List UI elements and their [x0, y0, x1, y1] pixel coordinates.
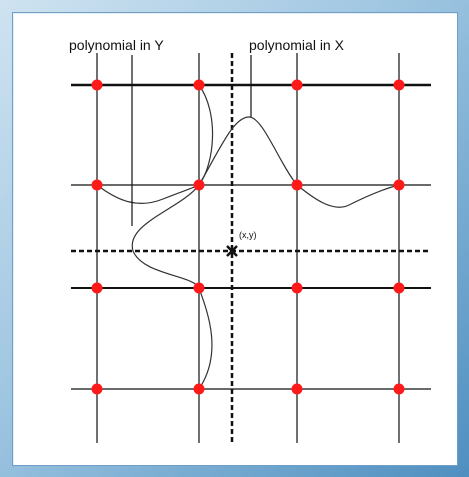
sample-node-r1-c4: [393, 79, 405, 91]
sample-node-r4-c1: [91, 383, 103, 395]
sample-node-r2-c3: [291, 179, 303, 191]
sample-node-r1-c1: [91, 79, 103, 91]
curve-polynomial-x: [96, 116, 400, 208]
label-polynomial-x: polynomial in X: [249, 37, 345, 53]
sample-node-r1-c3: [291, 79, 303, 91]
sample-node-r3-c4: [393, 282, 405, 294]
label-point-xy: (x,y): [239, 230, 257, 240]
sample-node-r3-c3: [291, 282, 303, 294]
sample-node-r3-c2: [193, 282, 205, 294]
sample-nodes: [91, 79, 405, 395]
interpolated-point-marker: [226, 245, 238, 257]
bicubic-interpolation-diagram: polynomial in Y polynomial in X (x,y): [69, 37, 431, 443]
curve-polynomial-y: [131, 84, 214, 390]
sample-node-r2-c2: [193, 179, 205, 191]
sample-node-r1-c2: [193, 79, 205, 91]
label-polynomial-y: polynomial in Y: [69, 37, 164, 53]
sample-node-r4-c4: [393, 383, 405, 395]
sample-node-r3-c1: [91, 282, 103, 294]
sample-node-r2-c1: [91, 179, 103, 191]
diagram-panel: polynomial in Y polynomial in X (x,y): [12, 12, 458, 466]
sample-node-r2-c4: [393, 179, 405, 191]
sample-node-r4-c2: [193, 383, 205, 395]
sample-node-r4-c3: [291, 383, 303, 395]
